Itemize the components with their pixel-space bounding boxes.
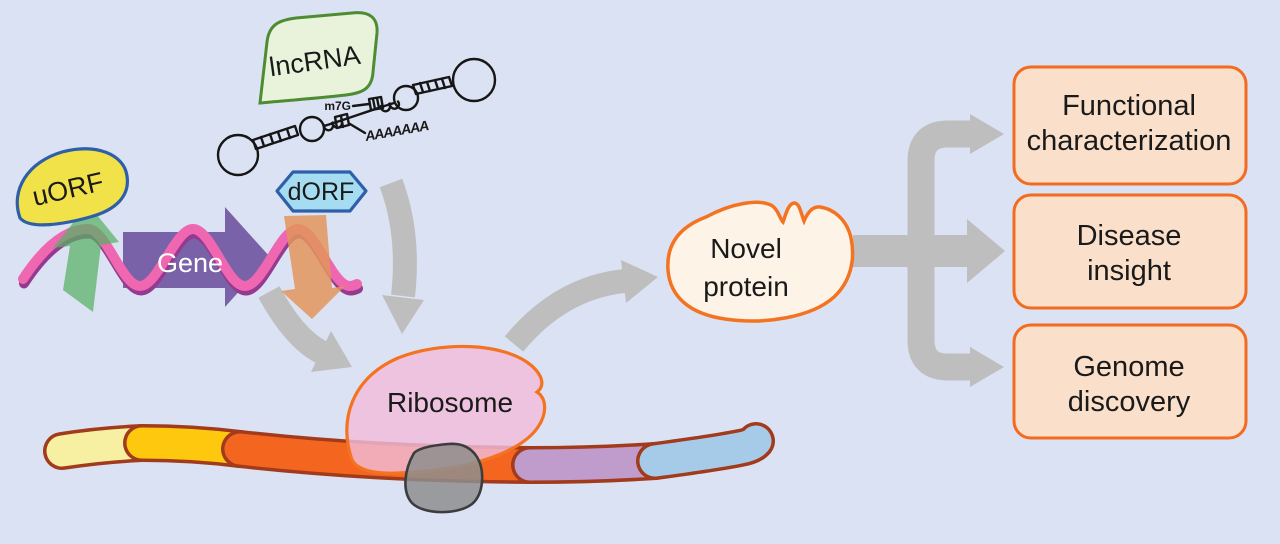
stem-loop-large-left-icon — [216, 133, 260, 177]
outcome-box-1-shape — [1012, 65, 1248, 186]
branch-arrow-bottom-head-icon — [970, 347, 1004, 387]
novel-protein: Novel protein — [666, 200, 855, 323]
arrow-lncrna-to-ribosome — [379, 178, 417, 298]
rna-structure: m7G AAAAAAA — [216, 57, 497, 177]
outcome-box-functional-characterization: Functional characterization — [1012, 65, 1248, 186]
outcome-box-genome-discovery: Genome discovery — [1012, 323, 1248, 440]
uorf-badge: uORF — [15, 147, 129, 227]
dorf-badge-shape — [275, 170, 368, 213]
stem-loop-small-right-icon — [392, 84, 420, 112]
outcome-boxes: Functional characterization Disease insi… — [1012, 65, 1248, 440]
outcome-box-2-line1: Disease — [1077, 220, 1182, 252]
polya-connector — [348, 122, 367, 135]
outcome-box-3-line2: discovery — [1068, 386, 1191, 418]
arrow-gene-to-ribosome — [258, 286, 327, 363]
uorf-badge-shape — [15, 147, 129, 227]
outcome-box-3-line1: Genome — [1073, 351, 1184, 383]
gene-label: Gene — [157, 248, 223, 278]
arrow-lncrna-to-ribosome-head-icon — [382, 295, 424, 334]
uorf-arrow-icon — [53, 204, 119, 312]
arrow-protein-to-outcomes-head-icon — [967, 219, 1005, 283]
dorf-arrow-icon — [281, 215, 345, 319]
ribosome-label: Ribosome — [387, 387, 513, 418]
dorf-label: dORF — [288, 178, 355, 206]
novel-protein-label-line2: protein — [703, 271, 789, 302]
lncrna-badge: lncRNA — [258, 11, 379, 105]
rna-cap-stem-icon — [351, 95, 385, 112]
outcome-box-2-line2: insight — [1087, 255, 1171, 287]
novel-protein-label-line1: Novel — [710, 233, 782, 264]
ribosome-small-subunit-shape — [404, 442, 484, 514]
outcome-box-2-shape — [1012, 193, 1248, 310]
dorf-badge: dORF — [275, 170, 368, 213]
branch-arrow-bottom — [907, 258, 970, 381]
outcome-box-1-line2: characterization — [1027, 125, 1232, 157]
arrow-ribosome-to-protein — [504, 269, 626, 352]
branch-arrow-top-head-icon — [970, 114, 1004, 154]
arrow-ribosome-to-protein-head-icon — [621, 260, 658, 303]
arrow-gene-to-ribosome-head-icon — [311, 331, 352, 372]
rna-mini-stem-icon — [333, 112, 351, 130]
lncrna-badge-shape — [258, 11, 379, 105]
novel-protein-shape — [666, 200, 855, 323]
rna-stem-left-icon — [251, 124, 300, 151]
branch-arrow-top — [907, 120, 970, 258]
gene-locus: Gene — [18, 204, 363, 319]
outcome-box-1-line1: Functional — [1062, 90, 1196, 122]
strand-seg5 — [639, 425, 772, 477]
outcome-box-3-shape — [1012, 323, 1248, 440]
outcome-box-disease-insight: Disease insight — [1012, 193, 1248, 310]
flow-arrows — [258, 114, 1005, 387]
stem-loop-large-right-icon — [451, 57, 497, 103]
m7g-cap-label: m7G — [324, 99, 351, 113]
rna-stem-right-icon — [411, 75, 454, 96]
ribosome: Ribosome — [345, 344, 547, 514]
